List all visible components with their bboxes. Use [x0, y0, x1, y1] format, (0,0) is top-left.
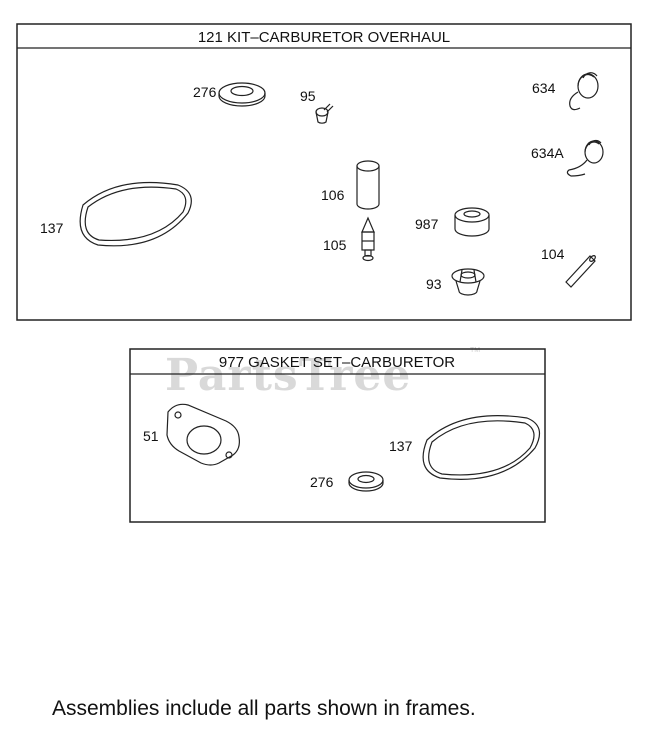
part-label-104: 104 [541, 246, 565, 262]
part-label-137-gasket: 137 [389, 438, 413, 454]
part-label-987: 987 [415, 216, 439, 232]
watermark-text: PartsTree [165, 350, 411, 401]
watermark: PartsTree TM [165, 347, 480, 401]
part-634-spring[interactable] [569, 72, 599, 111]
watermark-tm: TM [470, 347, 480, 354]
part-label-137-kit: 137 [40, 220, 64, 236]
part-106-float[interactable] [356, 160, 380, 210]
part-label-276: 276 [193, 84, 217, 100]
kit-frame-overhaul: 121 KIT–CARBURETOR OVERHAUL 276 95 634 [16, 23, 632, 321]
part-634a-spring[interactable] [566, 139, 604, 177]
part-label-105: 105 [323, 237, 347, 253]
part-276-washer-gasket[interactable] [348, 471, 384, 492]
part-label-93: 93 [426, 276, 442, 292]
part-93-seat[interactable] [451, 268, 485, 296]
part-label-276-gasket: 276 [310, 474, 334, 490]
part-987-bushing[interactable] [454, 207, 490, 237]
part-105-needle[interactable] [361, 216, 375, 262]
part-label-51: 51 [143, 428, 159, 444]
part-104-pin[interactable] [565, 255, 596, 288]
part-137-ring-gasket[interactable] [422, 415, 541, 480]
part-label-634a: 634A [531, 145, 564, 161]
gasket-title: 977 GASKET SET–CARBURETOR [219, 354, 455, 371]
kit-frame-border [16, 23, 632, 321]
part-label-634: 634 [532, 80, 556, 96]
part-276-washer[interactable] [218, 82, 266, 107]
part-95-screw[interactable] [315, 103, 334, 124]
assembly-footnote: Assemblies include all parts shown in fr… [52, 697, 476, 720]
part-51-gasket[interactable] [166, 403, 240, 466]
kit-title: 121 KIT–CARBURETOR OVERHAUL [198, 29, 450, 46]
part-137-ring[interactable] [79, 181, 192, 247]
part-label-106: 106 [321, 187, 345, 203]
part-label-95: 95 [300, 88, 316, 104]
gasket-frame-border [129, 348, 546, 523]
kit-frame-gasket: 977 GASKET SET–CARBURETOR 51 137 276 [129, 348, 546, 523]
